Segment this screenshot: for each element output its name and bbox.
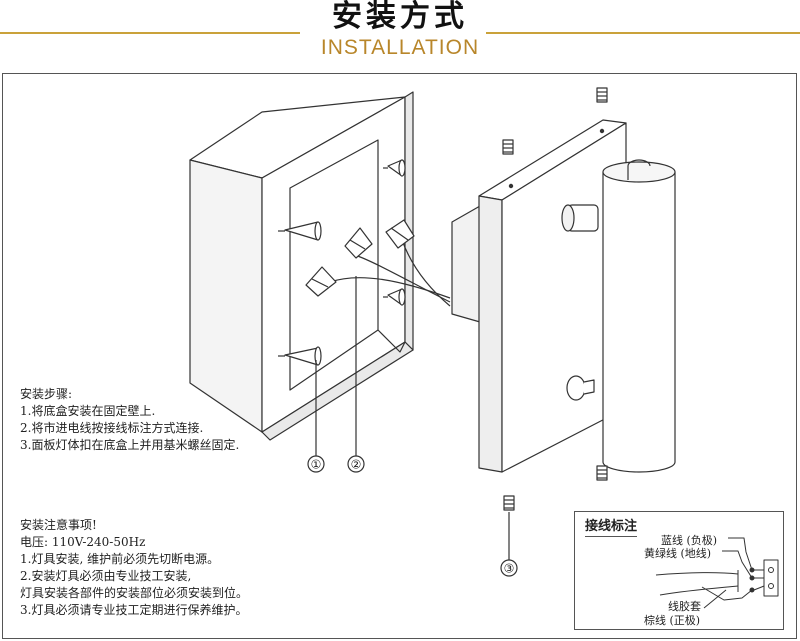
anchor-screws [278,159,406,366]
screw-icon [596,87,608,103]
steps-heading: 安装步骤: [20,387,73,401]
step-item: 1.将底盒安装在固定壁上. [20,404,156,418]
wire-nut-icon [344,227,373,259]
wire-label-brown: 棕线 (正极) [644,614,701,627]
note-item: 2.安装灯具必须由专业技工安装, [20,569,192,583]
wire-label-sleeve: 线胶套 [668,600,701,613]
step-item: 3.面板灯体扣在底盒上并用基米螺丝固定. [20,438,240,452]
header: 安装方式 INSTALLATION [0,0,800,62]
screw-icon [502,139,514,155]
wire-nut-icon [385,219,415,249]
loose-screws [502,87,608,511]
page-subtitle: INSTALLATION [320,36,480,59]
knob-icon [561,204,599,232]
note-item: 3.灯具必须请专业技工定期进行保养维护。 [20,603,248,617]
wires [329,239,451,307]
anchor-icon [383,288,406,306]
step-item: 2.将市进电线按接线标注方式连接. [20,421,204,435]
installation-notes: 安装注意事项! 电压: 110V-240-50Hz 1.灯具安装, 维护前必须先… [20,517,340,619]
knob-icon [566,375,595,401]
wire-label-blue: 蓝线 (负极) [661,534,718,547]
lamp-cylinder [602,159,676,473]
callout-1: ① [311,458,322,472]
lamp-panel [451,119,627,473]
wire-nuts [305,219,415,297]
screw-icon [503,495,515,511]
wire-nut-icon [305,266,337,297]
voltage-spec: 电压: 110V-240-50Hz [20,535,146,549]
note-item: 1.灯具安装, 维护前必须先切断电源。 [20,552,220,566]
wiring-legend-title: 接线标注 [585,515,638,537]
wiring-drawing [655,537,779,609]
wiring-legend [574,511,784,630]
installation-steps: 安装步骤: 1.将底盒安装在固定壁上. 2.将市进电线按接线标注方式连接. 3.… [20,386,320,454]
callout-3: ③ [504,562,515,576]
diagram-frame [2,73,797,639]
screw-icon [596,465,608,481]
callout-markers [307,455,518,577]
anchor-icon [278,221,322,241]
anchor-icon [383,159,406,177]
notes-heading: 安装注意事项! [20,518,97,532]
page-title: 安装方式 [332,0,468,34]
header-rule-left [0,32,300,34]
callout-lines [315,276,510,560]
wire-label-yellow-green: 黄绿线 (地线) [644,547,712,560]
knobs [561,204,599,401]
note-item: 灯具安装各部件的安装部位必须安装到位。 [20,586,249,600]
header-rule-right [486,32,800,34]
callout-2: ② [351,458,362,472]
